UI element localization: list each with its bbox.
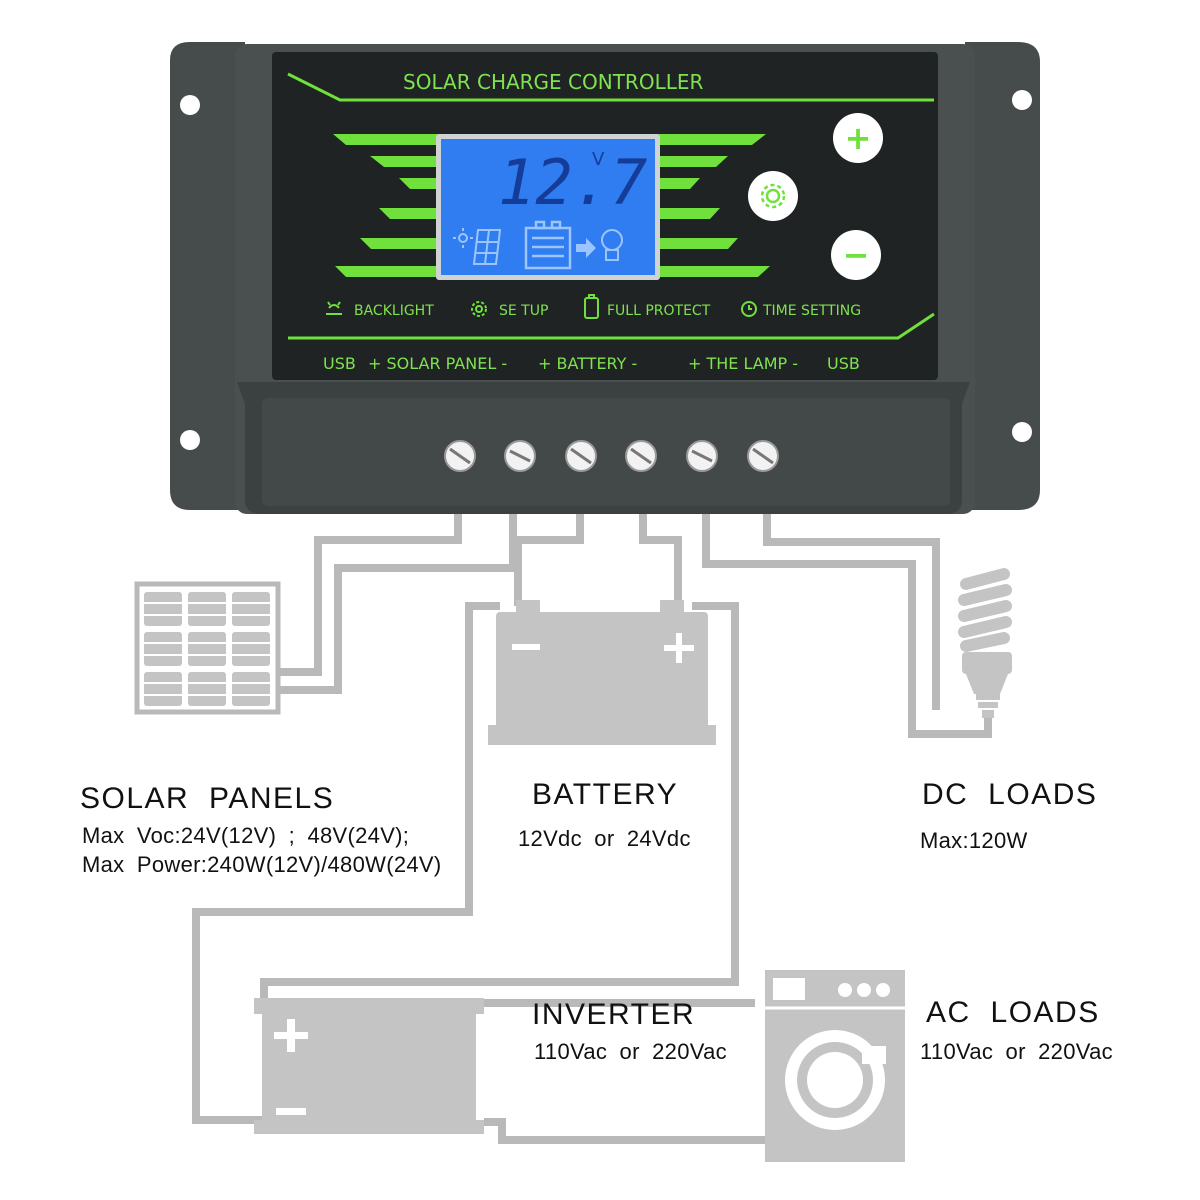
inverter-title: INVERTER bbox=[532, 998, 696, 1031]
lcd-unit: V bbox=[592, 149, 605, 170]
backlight-icon bbox=[326, 301, 342, 315]
charge-controller: 12.7 V + − BAC bbox=[170, 42, 1040, 514]
usb-right-label: USB bbox=[827, 354, 860, 373]
wire-inverter-ac-2 bbox=[484, 1118, 765, 1144]
setup-label: SE TUP bbox=[499, 303, 548, 319]
wire-solar-negative bbox=[280, 512, 517, 694]
washing-machine-icon bbox=[765, 970, 905, 1162]
mount-hole-top-right bbox=[1012, 90, 1032, 110]
screw-solar-positive[interactable] bbox=[444, 440, 476, 472]
accent-bars-left bbox=[333, 134, 438, 277]
lcd-bulb-icon bbox=[601, 229, 623, 261]
battery-title: BATTERY bbox=[532, 778, 679, 811]
battery-icon bbox=[488, 600, 716, 745]
screw-battery-negative[interactable] bbox=[625, 440, 657, 472]
setup-gear-icon bbox=[471, 301, 487, 317]
time-setting-label: TIME SETTING bbox=[762, 303, 861, 319]
clock-icon bbox=[741, 301, 757, 317]
lamp-terminal-label: + THE LAMP - bbox=[688, 354, 798, 373]
wire-battery-inverter-b bbox=[260, 602, 739, 1000]
solar-panels-title: SOLAR PANELS bbox=[80, 782, 335, 815]
lcd-arrow-icon bbox=[576, 238, 596, 258]
terminal-screws bbox=[444, 440, 779, 472]
solar-panel-icon bbox=[134, 581, 281, 715]
mounting-ear-left bbox=[170, 42, 245, 510]
dc-loads-max: Max:120W bbox=[920, 828, 1028, 853]
lcd-voltage: 12.7 bbox=[498, 146, 647, 219]
mounting-ear-right bbox=[965, 42, 1040, 510]
wire-battery-negative bbox=[639, 512, 682, 606]
usb-left-label: USB bbox=[323, 354, 356, 373]
screw-battery-positive[interactable] bbox=[565, 440, 597, 472]
lcd-solar-icon bbox=[453, 228, 502, 265]
wire-lamp-positive bbox=[702, 512, 992, 738]
accent-line-top bbox=[287, 72, 934, 102]
mount-hole-top-left bbox=[180, 95, 200, 115]
battery-terminal-label: + BATTERY - bbox=[538, 354, 637, 373]
plus-button-label: + bbox=[845, 119, 872, 157]
wires bbox=[192, 512, 992, 1144]
controller-title: SOLAR CHARGE CONTROLLER bbox=[403, 70, 703, 94]
dc-loads-title: DC LOADS bbox=[922, 778, 1098, 811]
protect-battery-icon bbox=[584, 294, 599, 319]
battery-voltage: 12Vdc or 24Vdc bbox=[518, 826, 691, 851]
solar-panels-power: Max Power:240W(12V)/480W(24V) bbox=[82, 852, 442, 877]
screw-solar-negative[interactable] bbox=[504, 440, 536, 472]
accent-line-bottom bbox=[288, 312, 935, 340]
backlight-label: BACKLIGHT bbox=[354, 303, 434, 319]
mount-hole-bottom-right bbox=[1012, 422, 1032, 442]
ac-loads-title: AC LOADS bbox=[926, 996, 1100, 1029]
lcd-battery-icon bbox=[524, 220, 572, 270]
solar-terminal-label: + SOLAR PANEL - bbox=[368, 354, 507, 373]
wire-lamp-negative bbox=[763, 512, 940, 710]
gear-icon bbox=[760, 183, 786, 209]
settings-button[interactable] bbox=[748, 171, 798, 221]
accent-bars-right bbox=[658, 134, 770, 277]
terminal-recess bbox=[262, 398, 950, 506]
full-protect-label: FULL PROTECT bbox=[607, 303, 711, 319]
wire-battery-positive bbox=[514, 512, 584, 606]
mount-hole-bottom-left bbox=[180, 430, 200, 450]
plus-button[interactable] bbox=[833, 113, 883, 163]
screw-lamp-negative[interactable] bbox=[747, 440, 779, 472]
ac-loads-voltage: 110Vac or 220Vac bbox=[920, 1039, 1113, 1064]
minus-button[interactable] bbox=[831, 230, 881, 280]
solar-panels-voc: Max Voc:24V(12V) ; 48V(24V); bbox=[82, 823, 410, 848]
lamp-icon bbox=[958, 568, 1012, 718]
wire-solar-positive bbox=[280, 512, 462, 676]
inverter-voltage: 110Vac or 220Vac bbox=[534, 1039, 727, 1064]
minus-button-label: − bbox=[843, 236, 870, 274]
inverter-icon bbox=[254, 998, 484, 1134]
screw-lamp-positive[interactable] bbox=[686, 440, 718, 472]
